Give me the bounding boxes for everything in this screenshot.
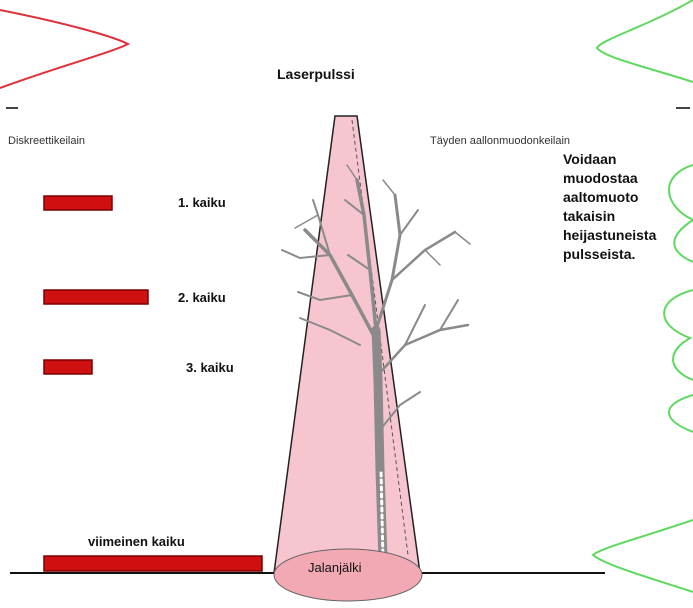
description-line: pulsseista. <box>563 245 656 264</box>
echo-bar-1 <box>44 196 112 210</box>
echo-bar-3 <box>44 360 92 374</box>
description-line: aaltomuoto <box>563 188 656 207</box>
echo-bar-2 <box>44 290 148 304</box>
echo-bar-last <box>44 556 262 571</box>
description-line: muodostaa <box>563 169 656 188</box>
full-waveform-curve <box>593 0 693 592</box>
laser-beam-cone <box>274 116 420 573</box>
description-line: takaisin <box>563 207 656 226</box>
description-line: heijastuneista <box>563 226 656 245</box>
description-line: Voidaan <box>563 150 656 169</box>
echo-label-2: 2. kaiku <box>178 290 226 305</box>
footprint-label: Jalanjälki <box>308 560 361 575</box>
echo-label-3: 3. kaiku <box>186 360 234 375</box>
waveform-description: Voidaan muodostaa aaltomuoto takaisin he… <box>563 150 656 264</box>
emitted-pulse-curve <box>0 10 128 88</box>
full-waveform-scanner-label: Täyden aallonmuodonkeilain <box>430 135 570 147</box>
echo-label-1: 1. kaiku <box>178 195 226 210</box>
footprint-ellipse <box>274 549 422 601</box>
discrete-scanner-label: Diskreettikeilain <box>8 135 85 147</box>
echo-label-last: viimeinen kaiku <box>88 534 185 549</box>
diagram-title: Laserpulssi <box>277 66 355 82</box>
